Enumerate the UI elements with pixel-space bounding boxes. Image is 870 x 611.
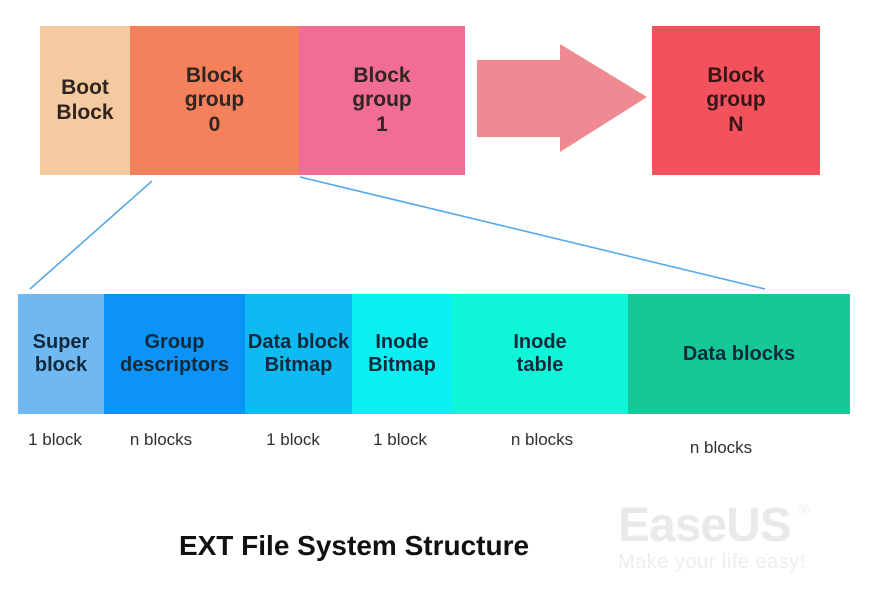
group-descriptors-count: n blocks <box>129 430 193 449</box>
inode-bitmap-count: 1 block <box>373 430 427 449</box>
super-block: Super block <box>18 294 104 414</box>
right-arrow-icon <box>477 44 647 152</box>
data-blocks-label: Data blocks <box>682 342 796 365</box>
inode-bitmap-label: Inode Bitmap <box>368 331 436 376</box>
block-group-n: Block group N <box>652 26 820 175</box>
super-block-label: Super block <box>32 331 90 376</box>
data-blocks-block: Data blocks <box>628 294 850 414</box>
easeus-tagline: Make your life easy! <box>618 550 806 573</box>
data-block-bitmap-count: 1 block <box>266 430 320 449</box>
group-descriptors-label: Group descriptors <box>120 331 229 376</box>
block-group-1-label: Block group 1 <box>352 64 412 136</box>
data-blocks-count: n blocks <box>689 438 753 457</box>
group-descriptors-block: Group descriptors <box>104 294 245 414</box>
inode-table-count: n blocks <box>510 430 574 449</box>
block-group-0-label: Block group 0 <box>184 64 245 136</box>
easeus-watermark: EaseUS ® Make your life easy! <box>618 499 848 574</box>
boot-block: Boot Block <box>40 26 130 175</box>
block-group-0: Block group 0 <box>130 26 299 175</box>
connector-line-left <box>29 180 153 290</box>
inode-bitmap-block: Inode Bitmap <box>352 294 452 414</box>
inode-table-label: Inode table <box>513 331 567 376</box>
data-block-bitmap-label: Data block Bitmap <box>247 331 350 376</box>
right-arrow-shape <box>477 44 647 152</box>
easeus-brand-logo: EaseUS <box>618 499 792 552</box>
inode-table-block: Inode table <box>452 294 628 414</box>
boot-block-label: Boot Block <box>56 76 114 124</box>
block-group-n-label: Block group N <box>706 64 766 136</box>
data-block-bitmap-block: Data block Bitmap <box>245 294 352 414</box>
block-group-1: Block group 1 <box>299 26 465 175</box>
super-block-count: 1 block <box>28 430 82 449</box>
registered-trademark-icon: ® <box>798 502 810 519</box>
diagram-title: EXT File System Structure <box>178 530 530 561</box>
connector-line-right <box>299 176 766 290</box>
